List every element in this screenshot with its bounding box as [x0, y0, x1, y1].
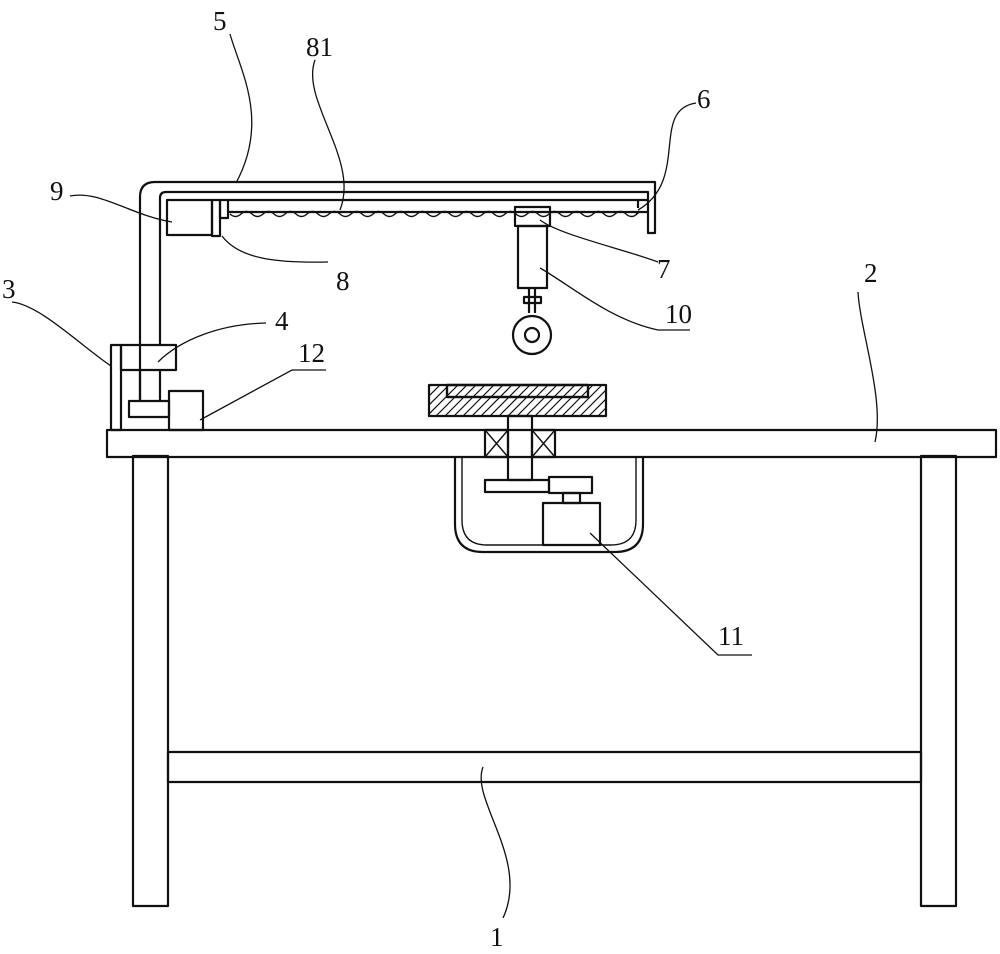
hatch-line: [516, 385, 549, 416]
coupling: [210, 198, 222, 238]
leader-6: [637, 102, 697, 211]
label-12: 12: [298, 338, 325, 368]
lift-block: [167, 389, 205, 432]
screw-motor: [165, 198, 214, 237]
column-sleeve: [119, 343, 178, 372]
left-bearing: [483, 428, 510, 459]
motor: [541, 501, 602, 547]
leader-5: [229, 33, 253, 184]
column-assembly: [109, 343, 205, 432]
turntable-assembly: [427, 383, 665, 482]
hatch-line: [552, 385, 585, 416]
label-6: 6: [697, 84, 711, 114]
hatch-line: [543, 385, 576, 416]
turntable-recess: [445, 383, 590, 399]
label-4: 4: [275, 306, 289, 336]
column-base: [109, 343, 123, 432]
hatch-line: [471, 385, 504, 416]
hatch-line: [625, 385, 656, 416]
leader-11: [589, 532, 752, 656]
turntable: [427, 383, 665, 418]
crossbar: [166, 750, 923, 784]
leader-10: [539, 267, 690, 331]
hatch-line: [453, 385, 486, 416]
label-11: 11: [718, 621, 744, 651]
part-labels: 1 2 3 4 5 6 7 8 9 10 11 12 81: [2, 6, 878, 952]
end-bracket: [218, 198, 230, 220]
cylinder: [516, 224, 549, 290]
screw-mechanism: [165, 198, 648, 356]
arm: [138, 180, 657, 401]
label-10: 10: [665, 299, 692, 329]
label-7: 7: [657, 254, 671, 284]
lift-plate: [127, 399, 171, 419]
leader-1: [480, 766, 511, 919]
label-81: 81: [306, 32, 333, 62]
hatch-line: [634, 385, 665, 416]
leader-lines: [11, 33, 878, 919]
leader-9: [69, 194, 173, 223]
frame: [131, 454, 958, 908]
wheel-fork: [522, 295, 543, 305]
hatch-line: [507, 385, 540, 416]
hatch-line: [444, 385, 477, 416]
leader-3: [11, 301, 112, 367]
lead-screw: [229, 210, 641, 218]
hatch-line: [607, 385, 638, 416]
left-leg: [131, 454, 170, 908]
roller-wheel: [511, 314, 553, 356]
label-1: 1: [490, 922, 504, 952]
hatch-line: [616, 385, 647, 416]
driven-gear: [483, 478, 551, 494]
leader-8: [221, 235, 329, 263]
drive-gear: [547, 475, 594, 495]
hatch-line: [597, 407, 606, 416]
hatch-line: [579, 389, 606, 416]
hatch-line: [429, 385, 459, 415]
under-housing: [453, 457, 645, 554]
turntable-shaft: [506, 414, 534, 482]
hatch-line: [534, 385, 567, 416]
hatch-line: [480, 385, 513, 416]
hatch-line: [429, 385, 441, 397]
hatch-line: [498, 385, 531, 416]
leader-7: [539, 219, 659, 263]
hatch-line: [525, 385, 558, 416]
hatch-line: [588, 398, 606, 416]
hatch-line: [435, 385, 468, 416]
label-3: 3: [2, 274, 16, 304]
motor-shaft-block: [561, 491, 582, 505]
leader-4: [157, 322, 267, 363]
label-2: 2: [864, 258, 878, 288]
hatch-line: [489, 385, 522, 416]
hatch-line: [429, 385, 450, 406]
label-9: 9: [50, 176, 64, 206]
right-leg: [919, 454, 958, 908]
label-5: 5: [213, 6, 227, 36]
leader-81: [312, 59, 345, 211]
hatch-line: [429, 385, 432, 388]
label-8: 8: [336, 266, 350, 296]
leader-2: [857, 291, 878, 443]
hatch-line: [462, 385, 495, 416]
right-bearing: [530, 428, 557, 459]
hatch-line: [570, 385, 603, 416]
leader-12: [199, 369, 326, 421]
